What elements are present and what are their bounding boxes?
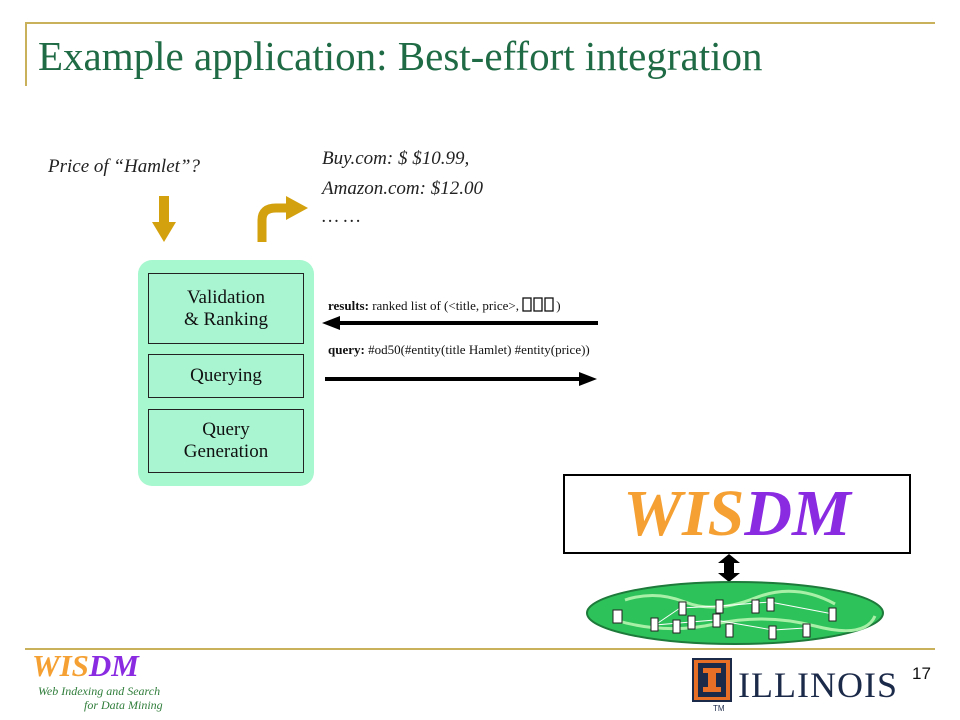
validation-ranking-box: Validation& Ranking bbox=[148, 273, 304, 344]
querying-box: Querying bbox=[148, 354, 304, 398]
double-arrow-icon bbox=[718, 554, 740, 582]
illinois-wordmark: ILLINOIS bbox=[738, 665, 898, 705]
footer-wisdm-logo: WISDM bbox=[32, 648, 139, 683]
footer-rule bbox=[25, 648, 935, 650]
glyph-boxes-icon bbox=[522, 297, 554, 312]
web-globe-icon bbox=[586, 581, 884, 645]
illinois-i-logo-icon bbox=[692, 658, 732, 702]
query-label: query: #od50(#entity(title Hamlet) #enti… bbox=[328, 342, 590, 357]
footer-tagline-2: for Data Mining bbox=[84, 698, 163, 712]
down-arrow-icon bbox=[152, 196, 176, 242]
top-rule bbox=[25, 22, 935, 24]
results-label: results: ranked list of (<title, price>,… bbox=[328, 297, 561, 313]
answer-line-2: Amazon.com: $12.00 bbox=[322, 178, 483, 199]
page-number: 17 bbox=[912, 664, 931, 683]
answer-line-3: … … bbox=[322, 206, 361, 227]
footer-tagline-1: Web Indexing and Search bbox=[38, 684, 161, 698]
slide-title: Example application: Best-effort integra… bbox=[38, 33, 763, 79]
bent-arrow-icon bbox=[257, 196, 308, 242]
results-arrow-icon bbox=[322, 316, 598, 330]
query-arrow-icon bbox=[325, 372, 597, 386]
answer-line-1: Buy.com: $ $10.99, bbox=[322, 148, 470, 169]
trademark-mark: TM bbox=[713, 704, 725, 713]
left-rule bbox=[25, 22, 27, 86]
query-question: Price of “Hamlet”? bbox=[48, 156, 200, 177]
